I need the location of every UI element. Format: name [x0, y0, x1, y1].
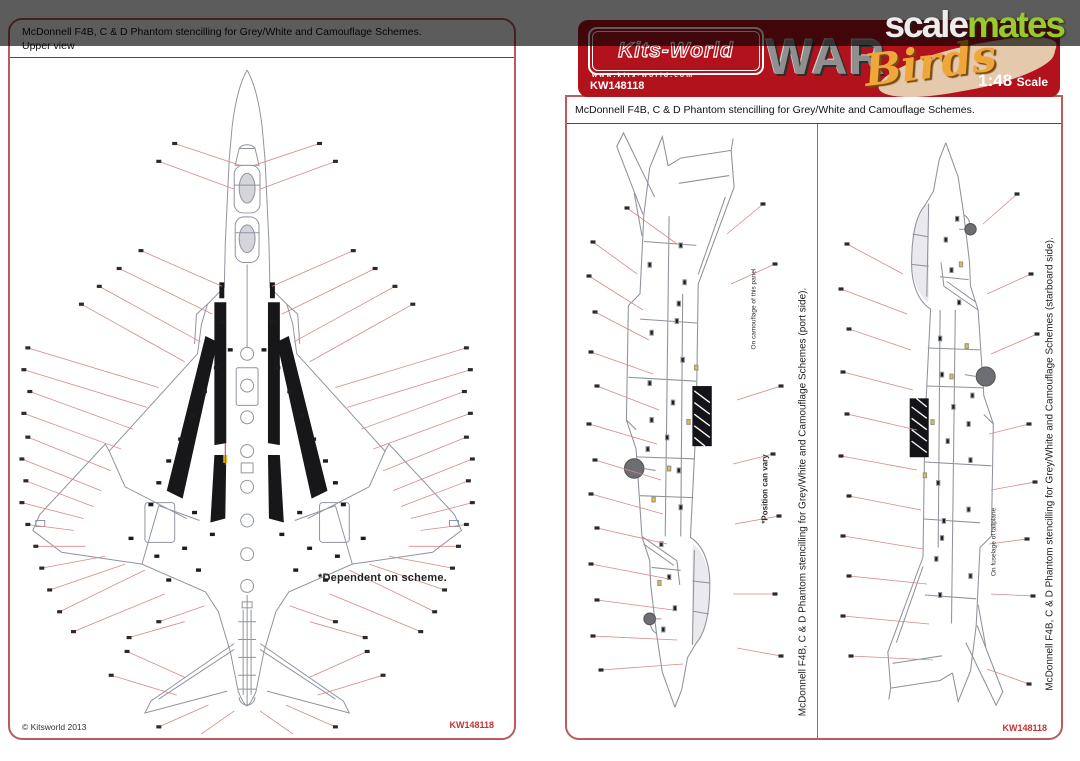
port-side-view [616, 132, 735, 708]
upper-view-panel: McDonnell F4B, C & D Phantom stencilling… [8, 18, 516, 740]
banner-product-code: KW148118 [590, 80, 645, 92]
f4-side-views-drawing [586, 132, 1040, 708]
canopy-and-spine [223, 144, 261, 707]
scalemates-logo-scale: scale [884, 4, 969, 45]
side-views-panel: McDonnell F4B, C & D Phantom stencilling… [565, 95, 1063, 740]
watermark-dim-band [0, 0, 1080, 46]
side-views-title: McDonnell F4B, C & D Phantom stencilling… [567, 97, 1061, 124]
copyright-text: © Kitsworld 2013 [22, 722, 87, 732]
position-note: *Position can vary [760, 454, 770, 524]
callouts-starboard [838, 192, 1040, 686]
scale-value: 1:48 [978, 71, 1013, 90]
starboard-small-note: On fuselage of tailplane [990, 507, 998, 577]
scale-label: 1:48 Scale [978, 71, 1048, 91]
sheet-code-right: KW148118 [1002, 723, 1047, 733]
sheet-code-left: KW148118 [449, 720, 494, 730]
port-small-note: On camouflage of this panel [750, 268, 758, 350]
scheme-dependency-note: *Dependent on scheme. [318, 572, 447, 584]
stencil-marks-top [128, 320, 366, 582]
scalemates-logo-mates: mates [967, 4, 1066, 45]
starboard-view-caption: McDonnell F4B, C & D Phantom stencilling… [1044, 237, 1056, 691]
scalemates-logo: scalemates [884, 4, 1066, 46]
callouts-top [19, 141, 475, 734]
f4-top-view-drawing [19, 69, 475, 734]
starboard-side-view [887, 142, 1004, 706]
scale-word: Scale [1016, 75, 1048, 89]
callouts-port [586, 202, 784, 672]
port-view-caption: McDonnell F4B, C & D Phantom stencilling… [797, 287, 809, 717]
column-divider [817, 124, 818, 738]
kitsworld-url: www.kits-world.com [592, 72, 695, 79]
